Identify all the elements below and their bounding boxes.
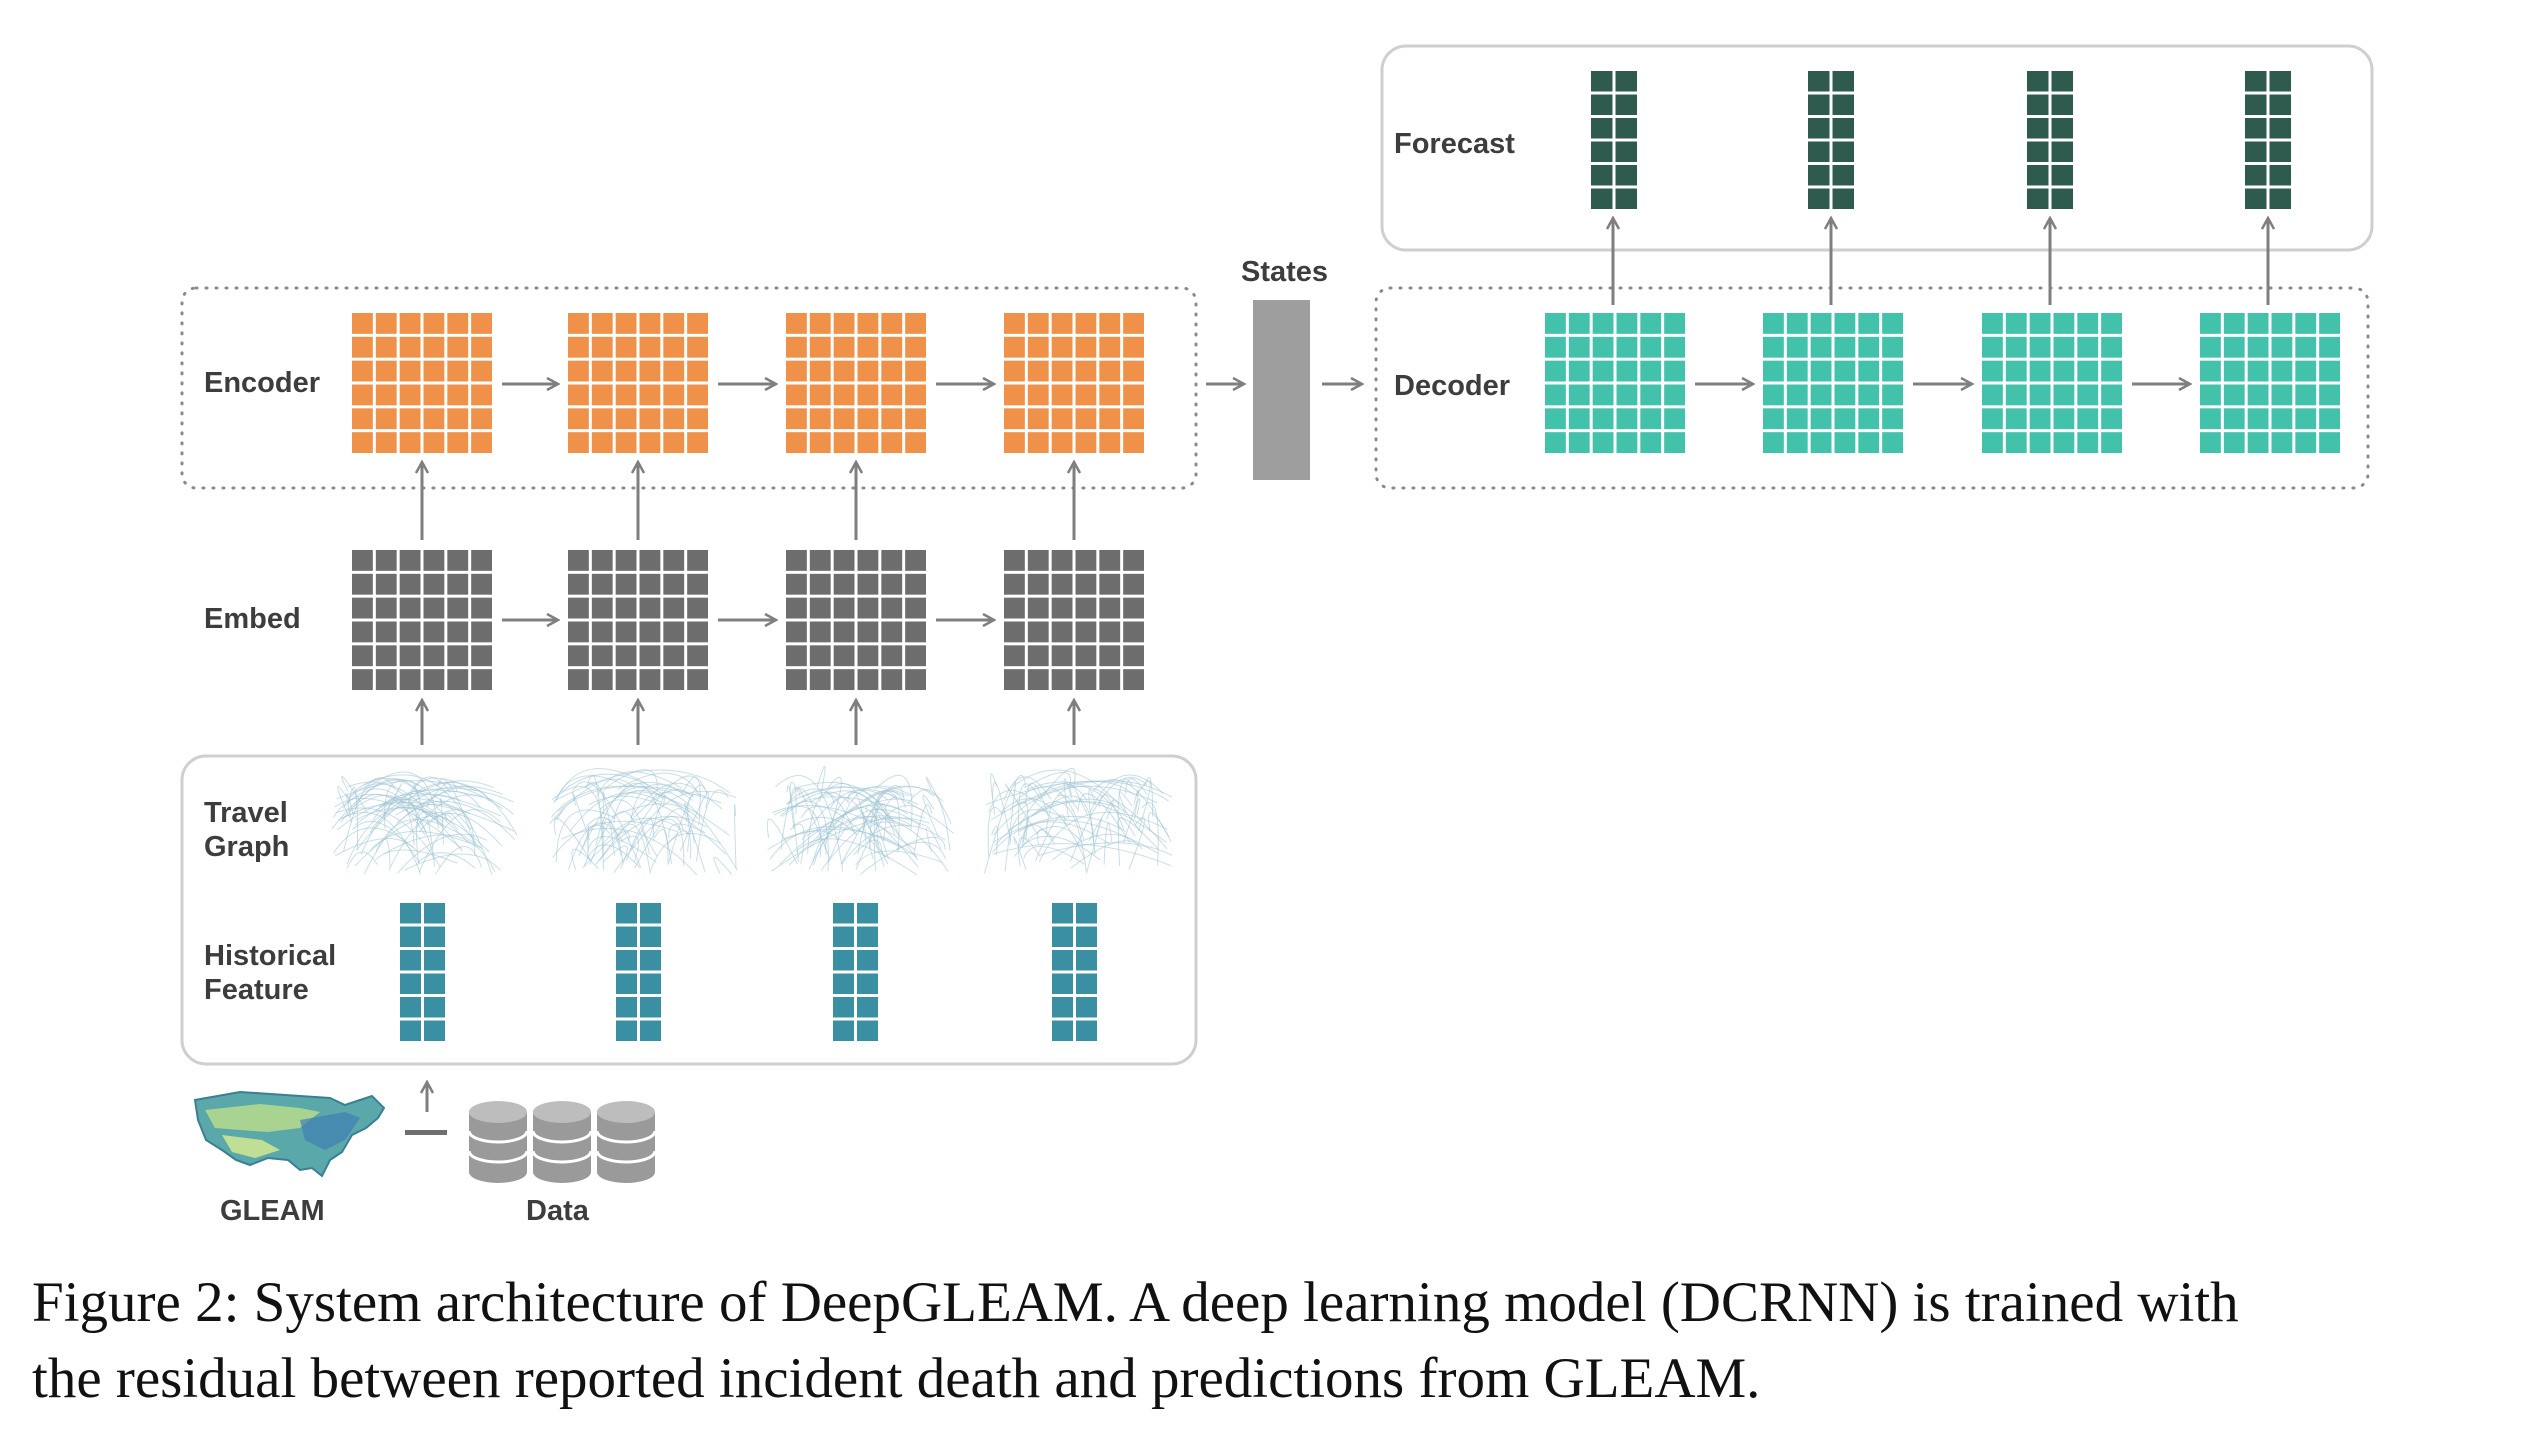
forecast-grid-2 bbox=[1808, 71, 1854, 209]
embed-grid-3 bbox=[786, 550, 926, 690]
encoder-grid-2 bbox=[568, 313, 708, 453]
forecast-grid-3 bbox=[2027, 71, 2073, 209]
forecast-grid-4 bbox=[2245, 71, 2291, 209]
decoder-frame bbox=[1374, 286, 2370, 490]
data-label: Data bbox=[526, 1195, 590, 1227]
decoder-grid-1 bbox=[1545, 313, 1685, 453]
forecast-label: Forecast bbox=[1394, 128, 1515, 160]
caption-line-2: the residual between reported incident d… bbox=[32, 1347, 1761, 1410]
caption-line-1: Figure 2: System architecture of DeepGLE… bbox=[32, 1271, 2239, 1334]
forecast-grid-1 bbox=[1591, 71, 1637, 209]
embed-grid-2 bbox=[568, 550, 708, 690]
input-frame bbox=[180, 754, 1198, 1066]
travel-network-icon-2 bbox=[549, 768, 738, 876]
historical-grid-4 bbox=[1052, 903, 1097, 1041]
encoder-grid-4 bbox=[1004, 313, 1144, 453]
figure-caption: Figure 2: System architecture of DeepGLE… bbox=[32, 1265, 2522, 1417]
historical-grid-3 bbox=[833, 903, 878, 1041]
decoder-grid-4 bbox=[2200, 313, 2340, 453]
us-map-icon bbox=[193, 1090, 386, 1178]
decoder-grid-2 bbox=[1763, 313, 1903, 453]
database-icons bbox=[467, 1101, 657, 1183]
travel-network-icon-4 bbox=[983, 767, 1173, 874]
travel-graph-label-line1: Travel bbox=[204, 797, 288, 829]
join-bar bbox=[405, 1130, 447, 1135]
embed-grid-1 bbox=[352, 550, 492, 690]
encoder-grid-3 bbox=[786, 313, 926, 453]
architecture-diagram: Forecast States Encoder Decoder Embed Tr… bbox=[180, 44, 2374, 1227]
encoder-grid-1 bbox=[352, 313, 492, 453]
historical-grid-2 bbox=[616, 903, 661, 1041]
database-icon-2 bbox=[531, 1101, 593, 1183]
travel-graph-row bbox=[331, 765, 1173, 876]
encoder-label: Encoder bbox=[204, 367, 320, 399]
historical-grid-1 bbox=[400, 903, 445, 1041]
decoder-label: Decoder bbox=[1394, 370, 1510, 402]
gleam-label: GLEAM bbox=[220, 1195, 325, 1227]
travel-network-icon-3 bbox=[766, 765, 955, 876]
grid-layers bbox=[352, 71, 2340, 1041]
historical-feature-label-line1: Historical bbox=[204, 940, 336, 972]
forecast-frame bbox=[1380, 44, 2374, 252]
states-bar bbox=[1253, 300, 1310, 480]
flow-arrows bbox=[422, 218, 2268, 745]
travel-network-icon-1 bbox=[331, 771, 518, 875]
decoder-grid-3 bbox=[1982, 313, 2122, 453]
states-label: States bbox=[1241, 256, 1328, 288]
database-icon-3 bbox=[595, 1101, 657, 1183]
embed-label: Embed bbox=[204, 603, 301, 635]
database-icon-1 bbox=[467, 1101, 529, 1183]
historical-feature-label-line2: Feature bbox=[204, 974, 309, 1006]
travel-graph-label-line2: Graph bbox=[204, 831, 289, 863]
embed-grid-4 bbox=[1004, 550, 1144, 690]
